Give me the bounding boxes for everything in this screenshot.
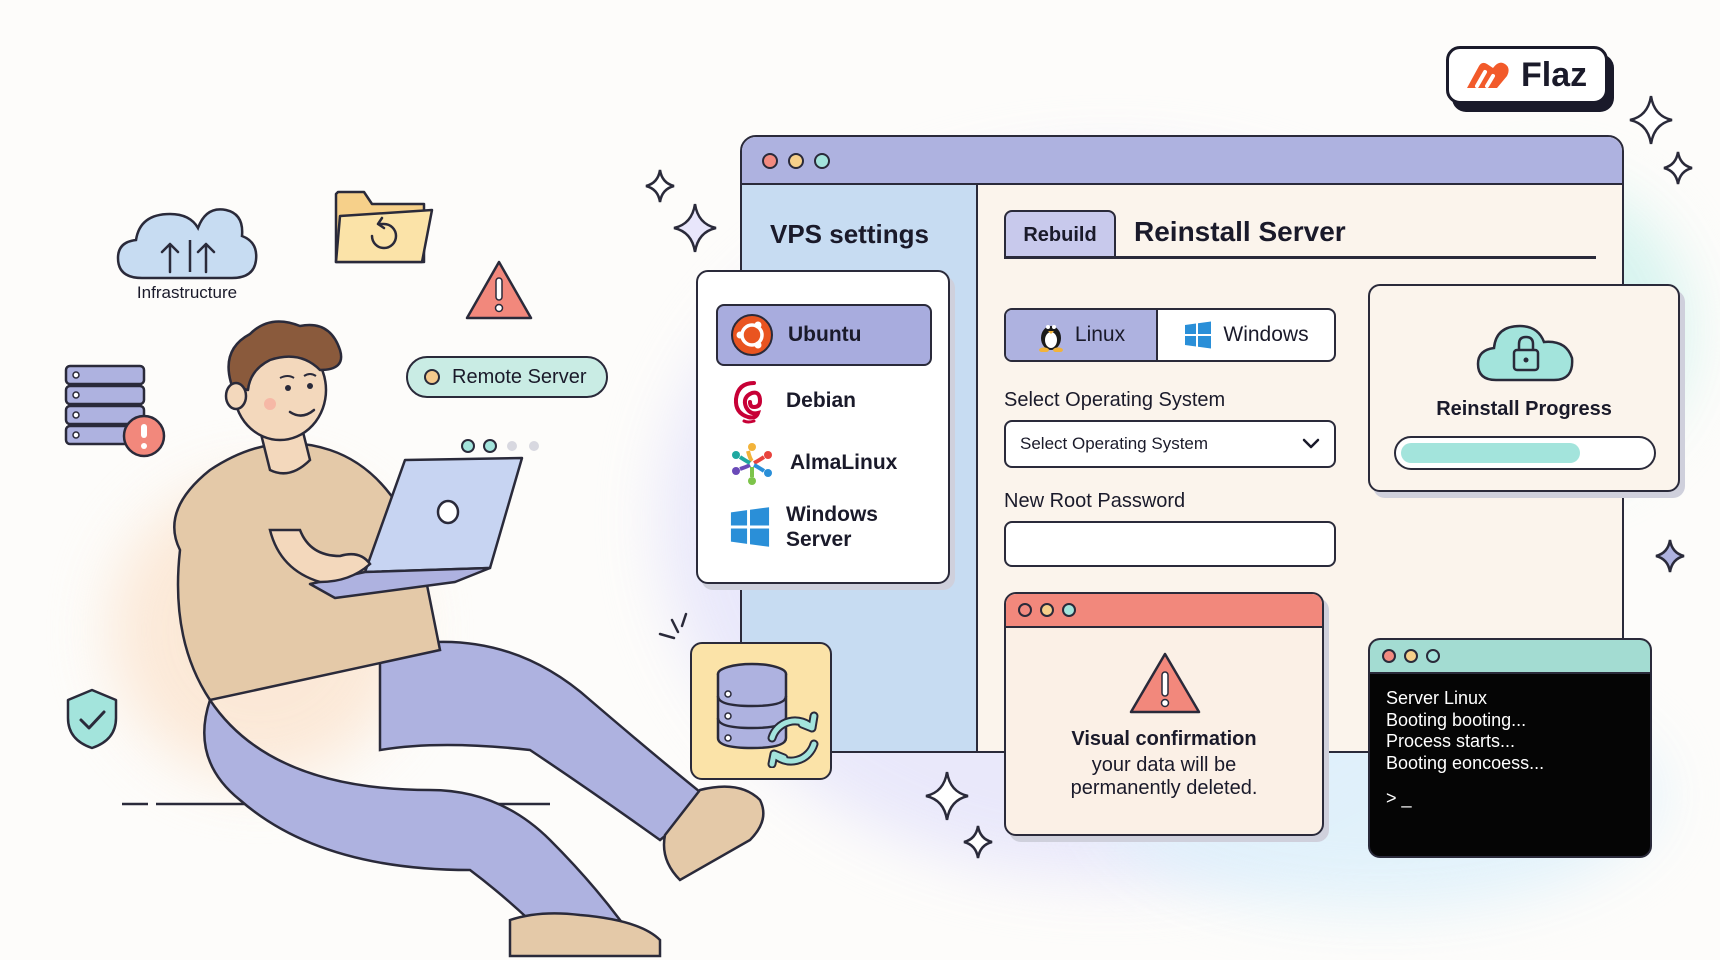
- almalinux-icon: [732, 443, 772, 485]
- sidebar-title: VPS settings: [770, 219, 929, 249]
- os-item-windows-server[interactable]: Windows Server: [716, 496, 932, 558]
- sparkle-icon: [645, 169, 675, 203]
- tab-underline: [1004, 256, 1596, 259]
- debian-icon: [733, 381, 763, 424]
- warning-message-line1: your data will be: [1091, 754, 1237, 776]
- maximize-dot[interactable]: [1426, 649, 1440, 663]
- windows-icon: [730, 507, 770, 547]
- root-password-input[interactable]: [1004, 521, 1336, 567]
- sparkle-icon: [1629, 95, 1673, 145]
- close-dot[interactable]: [1382, 649, 1396, 663]
- os-label-windows-server: Windows Server: [786, 502, 878, 551]
- infrastructure-label: Infrastructure: [136, 283, 238, 302]
- sparkle-icon: [673, 203, 717, 253]
- tab-rebuild[interactable]: Rebuild: [1004, 210, 1116, 258]
- os-item-ubuntu[interactable]: Ubuntu: [716, 304, 932, 366]
- database-sync-card: [690, 642, 832, 780]
- window-title-bar: [742, 137, 1622, 185]
- brand-name: Flaz: [1521, 55, 1588, 94]
- select-os-label: Select Operating System: [1004, 389, 1226, 411]
- minimize-dot[interactable]: [1040, 603, 1054, 617]
- os-item-almalinux[interactable]: AlmaLinux: [716, 432, 932, 494]
- minimize-dot[interactable]: [788, 153, 804, 169]
- status-dot: [424, 369, 440, 385]
- os-label-ubuntu: Ubuntu: [788, 323, 862, 347]
- warning-message-line2: permanently deleted.: [1070, 777, 1258, 799]
- terminal-line: Server Linux: [1386, 688, 1488, 708]
- warning-title-bar: [1006, 594, 1322, 628]
- os-list: Ubuntu Debian AlmaLinux Windows Server: [696, 270, 950, 584]
- minimize-dot[interactable]: [1404, 649, 1418, 663]
- reinstall-progress-card: Reinstall Progress: [1368, 284, 1680, 492]
- maximize-dot[interactable]: [1062, 603, 1076, 617]
- terminal-line: Booting booting...: [1386, 709, 1527, 730]
- cloud-upload-icon: [116, 208, 258, 280]
- terminal-window: Server Linux Booting booting... Process …: [1368, 638, 1652, 858]
- ubuntu-icon: [731, 314, 773, 356]
- server-rack-icon: [64, 364, 166, 458]
- loading-dots-icon: [461, 439, 539, 453]
- toggle-windows-label: Windows: [1223, 323, 1309, 346]
- remote-server-badge: Remote Server: [406, 356, 608, 398]
- warning-icon: [465, 260, 533, 320]
- terminal-output: Server Linux Booting booting... Process …: [1386, 688, 1544, 774]
- brand-logo[interactable]: Flaz: [1446, 46, 1614, 112]
- terminal-line: Process starts...: [1386, 731, 1516, 751]
- sparkle-icon: [1655, 539, 1685, 573]
- select-os-dropdown[interactable]: Select Operating System: [1004, 420, 1336, 468]
- close-dot[interactable]: [762, 153, 778, 169]
- sparkle-icon: [963, 825, 993, 859]
- progress-bar: [1394, 436, 1656, 470]
- maximize-dot[interactable]: [814, 153, 830, 169]
- toggle-linux[interactable]: Linux: [1006, 310, 1158, 360]
- windows-icon: [1185, 321, 1212, 349]
- chevron-down-icon: [1302, 438, 1320, 449]
- close-dot[interactable]: [1018, 603, 1032, 617]
- os-label-almalinux: AlmaLinux: [790, 451, 898, 475]
- warning-icon: [1129, 652, 1201, 714]
- os-label-debian: Debian: [786, 389, 857, 413]
- os-item-debian[interactable]: Debian: [716, 370, 932, 432]
- sparkle-icon: [925, 771, 969, 821]
- warning-message: your data will be permanently deleted.: [1006, 754, 1322, 800]
- toggle-windows[interactable]: Windows: [1158, 310, 1334, 360]
- progress-title: Reinstall Progress: [1436, 398, 1612, 420]
- select-os-value: Select Operating System: [1020, 434, 1209, 453]
- database-sync-icon: [716, 662, 819, 768]
- os-family-toggle: Linux Windows: [1004, 308, 1336, 362]
- person-with-laptop-illustration: [122, 320, 765, 958]
- progress-fill: [1401, 443, 1580, 463]
- cloud-lock-icon: [1476, 324, 1574, 382]
- warning-title: Visual confirmation: [1071, 728, 1257, 750]
- toggle-linux-label: Linux: [1074, 323, 1126, 346]
- shield-check-icon: [66, 688, 118, 750]
- sparkle-icon: [1663, 151, 1693, 185]
- flaz-logo-icon: [1467, 62, 1509, 88]
- folder-restore-icon: [334, 190, 434, 264]
- terminal-line: Booting eoncoess...: [1386, 752, 1545, 773]
- warning-dialog: Visual confirmation your data will be pe…: [1004, 592, 1324, 836]
- root-password-label: New Root Password: [1004, 490, 1186, 512]
- remote-server-label: Remote Server: [452, 365, 587, 388]
- notify-lines-icon: [658, 612, 688, 640]
- linux-tux-icon: [1038, 325, 1063, 352]
- terminal-prompt[interactable]: > _: [1386, 788, 1412, 808]
- panel-title: Reinstall Server: [1134, 216, 1346, 247]
- terminal-title-bar: [1370, 640, 1650, 674]
